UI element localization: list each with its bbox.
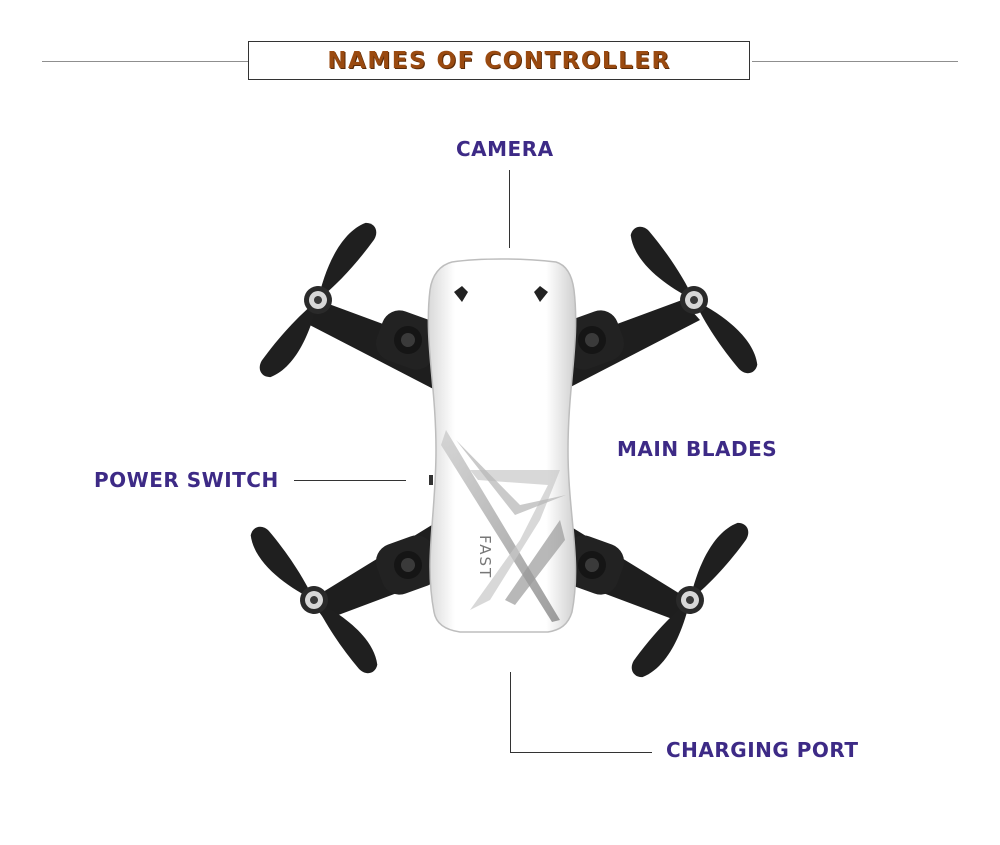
main-blade-front-right [623,216,765,384]
charging-port-leader-horizontal [510,752,652,753]
body-brand-text: FAST [476,535,494,579]
arm-front-right [555,300,700,395]
arm-front-left [300,300,445,395]
page-title: NAMES OF CONTROLLER [327,47,671,74]
main-blades-label: MAIN BLADES [617,437,778,461]
charging-port-label: CHARGING PORT [666,738,859,762]
camera-label: CAMERA [456,137,554,161]
header-line-left [42,61,248,62]
header-line-right [752,61,958,62]
main-blade-front-left [247,216,389,384]
camera-leader-line [509,170,510,248]
title-box: NAMES OF CONTROLLER [248,41,750,80]
power-switch-leader-line [294,480,406,481]
charging-port-leader-vertical [510,672,511,752]
drone-body: FAST [427,258,577,633]
power-switch-label: POWER SWITCH [94,468,279,492]
